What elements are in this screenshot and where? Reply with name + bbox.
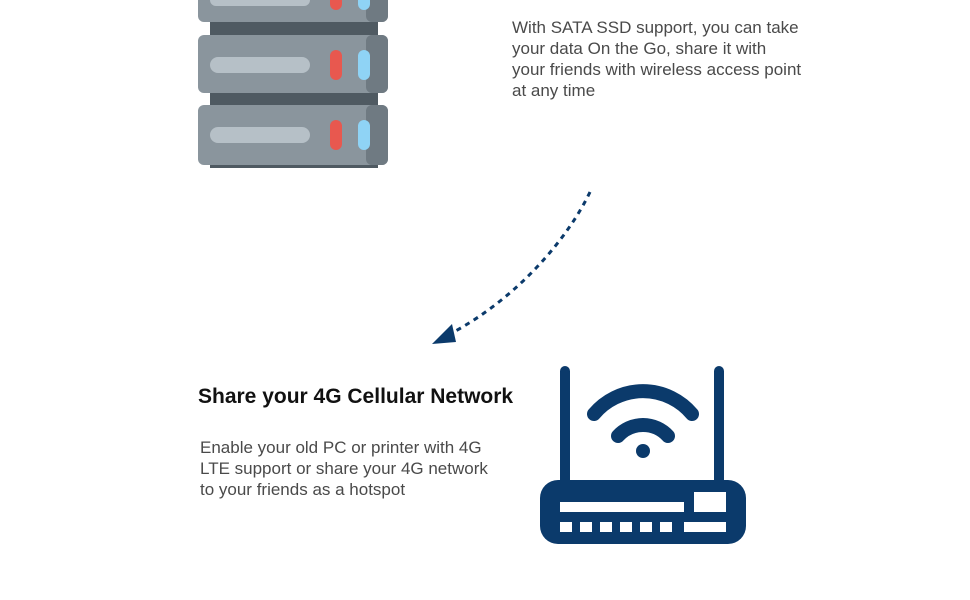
bottom-feature-title: Share your 4G Cellular Network [198,385,514,408]
dashed-arrow-icon [432,191,592,344]
wifi-router-icon [540,366,746,544]
server-rack-icon [198,0,388,168]
bottom-feature-description: Enable your old PC or printer with 4G LT… [200,438,488,499]
top-feature-description: With SATA SSD support, you can take your… [512,18,802,100]
